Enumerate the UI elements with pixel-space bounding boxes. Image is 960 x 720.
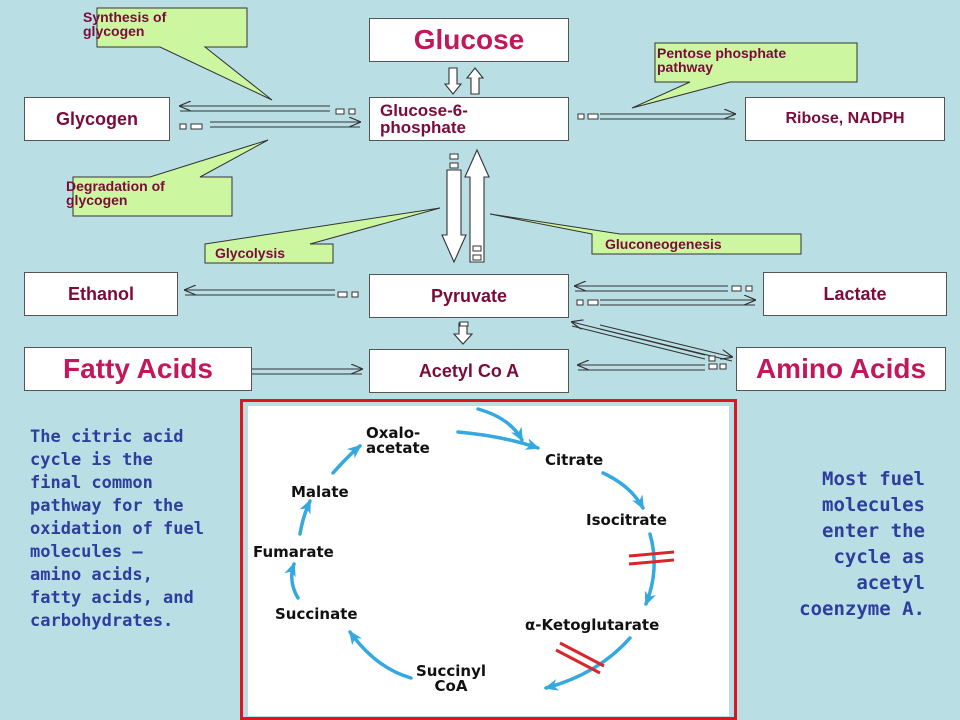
cycle-panel: Oxalo- acetate Citrate Isocitrate α-Keto…	[248, 406, 729, 716]
right-text-line: Most fuel	[822, 468, 925, 490]
label-alpha-ketoglutarate: α-Ketoglutarate	[525, 616, 660, 634]
callout-glycolysis-text: Glycolysis	[215, 245, 286, 261]
left-text-line: molecules —	[30, 542, 143, 562]
node-glucose: Glucose	[369, 18, 569, 62]
arrow-pyruvate-to-g6p	[464, 148, 490, 263]
right-text-line: cycle as	[833, 546, 925, 568]
arrow-succinyl-to-succinate	[348, 630, 413, 680]
node-ribose-nadph: Ribose, NADPH	[745, 97, 945, 141]
callout-synthesis	[96, 7, 273, 101]
callout-pentose-line1: Pentose phosphate	[657, 45, 787, 61]
arrow-fumarate-to-malate	[298, 499, 312, 536]
arrow-ketoglutarate-to-succinyl	[544, 636, 632, 691]
arrow-g6p-to-glycogen	[180, 106, 330, 112]
node-amino-acids: Amino Acids	[736, 347, 946, 391]
callout-degradation-line2: glycogen	[66, 192, 128, 208]
label-oxaloacetate: Oxalo- acetate	[366, 426, 430, 456]
arrow-acetylcoa-entry	[476, 407, 524, 442]
label-fumarate: Fumarate	[253, 543, 334, 561]
label-succinate: Succinate	[275, 605, 358, 623]
arrow-succinate-to-fumarate	[284, 562, 300, 600]
right-text-line: coenzyme A.	[799, 598, 925, 620]
glucose6p-line1: Glucose-6-	[380, 101, 468, 120]
citric-acid-cycle-frame: Oxalo- acetate Citrate Isocitrate α-Keto…	[240, 399, 737, 720]
callout-glycolysis	[204, 207, 441, 264]
callout-synthesis-line2: glycogen	[83, 23, 145, 39]
arrow-glycogen-to-g6p	[210, 122, 360, 128]
left-text-line: final common	[30, 473, 153, 493]
left-text-line: The citric acid	[30, 427, 184, 447]
node-glucose-6-phosphate: Glucose-6- phosphate	[369, 97, 569, 141]
node-ethanol: Ethanol	[24, 272, 178, 316]
arrow-aminoacids-to-pyruvate	[572, 322, 706, 360]
arrow-pyruvate-to-ethanol	[185, 290, 335, 296]
node-fatty-acids: Fatty Acids	[24, 347, 252, 391]
left-text-line: amino acids,	[30, 565, 153, 585]
glucose6p-line2: phosphate	[380, 118, 466, 137]
node-pyruvate: Pyruvate	[369, 274, 569, 318]
oxaloacetate-line1: Oxalo-	[366, 424, 421, 442]
callout-degradation-line1: Degradation of	[66, 178, 165, 194]
callout-gluconeogenesis	[489, 213, 802, 255]
arrow-pyruvate-to-lactate	[600, 300, 755, 306]
arrow-isocitrate-to-ketoglutarate	[644, 532, 657, 606]
oxaloacetate-line2: acetate	[366, 439, 430, 457]
inhibition-marks	[555, 550, 675, 675]
label-citrate: Citrate	[545, 451, 604, 469]
cycle-arrows	[284, 407, 675, 691]
arrow-to-citrate	[456, 430, 540, 450]
callout-pentose-line2: pathway	[657, 59, 714, 75]
callout-degradation	[72, 139, 269, 217]
right-text-line: acetyl	[856, 572, 925, 594]
callout-synthesis-line1: Synthesis of	[83, 9, 167, 25]
arrow-citrate-to-isocitrate	[601, 471, 645, 510]
right-text-line: molecules	[822, 494, 925, 516]
node-glycogen: Glycogen	[24, 97, 170, 141]
arrow-malate-to-oxaloacetate	[331, 444, 362, 475]
arrow-aminoacids-to-acetylcoa	[578, 365, 705, 371]
node-lactate: Lactate	[763, 272, 947, 316]
arrow-lactate-to-pyruvate	[575, 286, 728, 292]
callout-pentose	[631, 42, 858, 109]
arrow-g6p-to-glucose	[465, 67, 485, 95]
arrow-glucose-to-g6p	[443, 67, 463, 95]
callout-degradation-text: Degradation of glycogen	[66, 179, 165, 207]
arrow-g6p-to-pyruvate	[441, 169, 467, 264]
citric-acid-explanation: The citric acid cycle is the final commo…	[30, 426, 235, 633]
left-text-line: cycle is the	[30, 450, 153, 470]
arrow-g6p-to-ribose	[600, 114, 735, 120]
label-succinyl-coa: Succinyl CoA	[416, 664, 486, 694]
label-isocitrate: Isocitrate	[586, 511, 667, 529]
callout-synthesis-text: Synthesis of glycogen	[83, 10, 166, 38]
node-acetyl-coa: Acetyl Co A	[369, 349, 569, 393]
succinyl-line2: CoA	[434, 677, 468, 695]
left-text-line: carbohydrates.	[30, 611, 174, 631]
left-text-line: fatty acids, and	[30, 588, 194, 608]
fuel-molecules-explanation: Most fuel molecules enter the cycle as a…	[745, 466, 925, 622]
arrow-fattyacids-to-acetylcoa	[250, 369, 362, 375]
right-text-line: enter the	[822, 520, 925, 542]
left-text-line: pathway for the	[30, 496, 184, 516]
label-malate: Malate	[291, 483, 349, 501]
succinyl-line1: Succinyl	[416, 662, 487, 680]
left-text-line: oxidation of fuel	[30, 519, 204, 539]
callout-gluconeogenesis-text: Gluconeogenesis	[605, 236, 722, 252]
callout-pentose-text: Pentose phosphate pathway	[657, 46, 786, 74]
